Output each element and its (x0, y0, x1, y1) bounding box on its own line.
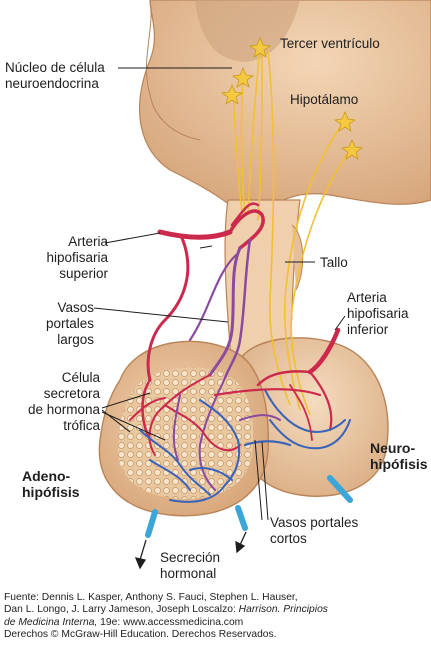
short-portal-vessels (213, 388, 322, 447)
label-third-ventricle: Tercer ventrículo (280, 36, 380, 51)
credit-line-3: de Medicina Interna, 19e: www.accessmedi… (4, 616, 244, 628)
source-credit: Fuente: Dennis L. Kasper, Anthony S. Fau… (4, 592, 429, 642)
credit-line-2: Dan L. Longo, J. Larry Jameson, Joseph L… (4, 604, 328, 616)
neuroendocrine-axons (232, 44, 353, 416)
credit-line-1: Fuente: Dennis L. Kasper, Anthony S. Fau… (4, 592, 298, 603)
anterior-capillary-plexus (129, 374, 241, 503)
label-hypothalamus: Hipotálamo (290, 92, 359, 107)
adenohypophysis (98, 340, 269, 517)
label-stalk: Tallo (320, 255, 348, 270)
leader-lines (93, 67, 346, 521)
efferent-veins (145, 475, 353, 538)
label-adenohypophysis: Adeno-hipófisis (22, 468, 80, 500)
secretion-arrows (134, 531, 247, 570)
hypothalamus-region (139, 0, 431, 206)
pituitary-stalk (224, 199, 304, 371)
neuroendocrine-cells (220, 36, 364, 160)
pituitary-diagram (93, 0, 431, 570)
credit-line-4: Derechos © McGraw-Hill Education. Derech… (4, 629, 277, 641)
label-neurohypophysis: Neuro-hipófisis (370, 440, 428, 472)
long-portal-vessels (188, 238, 252, 380)
